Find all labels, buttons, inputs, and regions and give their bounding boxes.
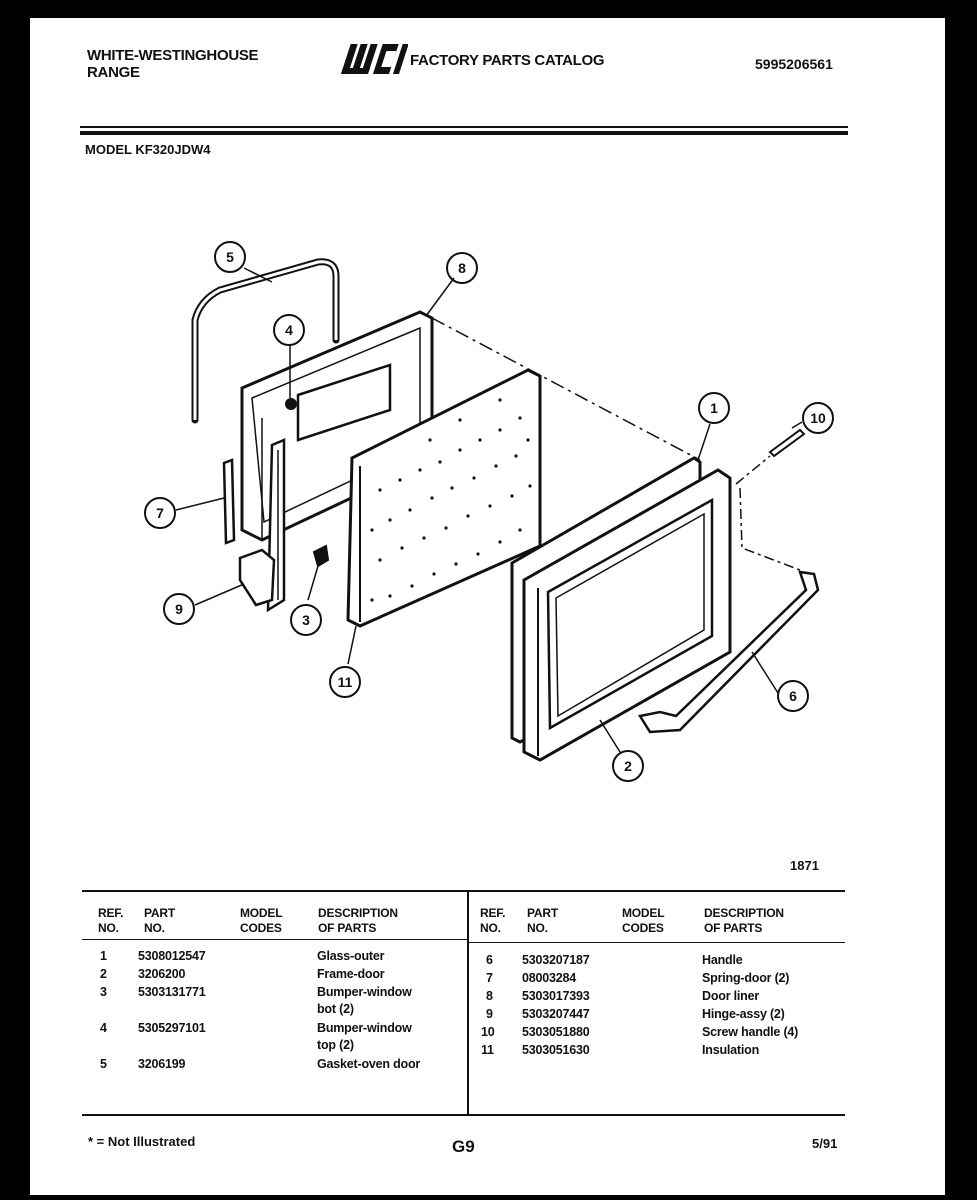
callout-label: 7 xyxy=(156,505,164,521)
table-bottom-rule xyxy=(82,1114,845,1116)
part-no: 5305297101 xyxy=(138,1021,206,1035)
callout-label: 10 xyxy=(810,410,826,426)
callout-label: 5 xyxy=(226,249,234,265)
bumper-top-part xyxy=(285,398,297,410)
part-no: 08003284 xyxy=(522,971,577,985)
table-top-rule xyxy=(82,890,845,892)
ref-no: 2 xyxy=(100,967,107,981)
bumper-bottom-part xyxy=(312,544,330,568)
part-desc: Bumper-window xyxy=(317,1021,412,1035)
part-desc: Handle xyxy=(702,953,743,967)
ref-no: 8 xyxy=(486,989,493,1003)
page-number: G9 xyxy=(452,1137,475,1156)
part-desc: Door liner xyxy=(702,989,760,1003)
ref-no: 3 xyxy=(100,985,107,999)
ref-no: 11 xyxy=(481,1043,494,1057)
header-rule-thick xyxy=(80,131,848,135)
table-header-rule-right xyxy=(469,942,845,943)
wci-logo xyxy=(340,44,408,74)
part-no: 5303131771 xyxy=(138,985,206,999)
part-desc: Bumper-window xyxy=(317,985,412,999)
part-no: 5303207187 xyxy=(522,953,590,967)
brand-name: WHITE-WESTINGHOUSE xyxy=(87,47,259,64)
catalog-number: 5995206561 xyxy=(755,56,833,72)
ref-no: 7 xyxy=(486,971,493,985)
header-rule-thin xyxy=(80,126,848,128)
model-label: MODEL KF320JDW4 xyxy=(85,142,211,157)
callout-label: 1 xyxy=(710,400,718,416)
product-type: RANGE xyxy=(87,64,140,81)
callout-label: 11 xyxy=(338,674,353,690)
part-no: 5308012547 xyxy=(138,949,206,963)
part-desc: Spring-door (2) xyxy=(702,971,790,985)
part-desc-cont: bot (2) xyxy=(317,1002,354,1016)
spring-part xyxy=(222,458,236,545)
screw-handle-part xyxy=(768,428,806,458)
part-desc: Insulation xyxy=(702,1043,760,1057)
table-column-divider xyxy=(467,890,469,1116)
ref-no: 6 xyxy=(486,953,493,967)
print-date: 5/91 xyxy=(812,1136,838,1151)
callout-label: 9 xyxy=(175,601,183,617)
ref-no: 9 xyxy=(486,1007,493,1021)
part-no: 5303051880 xyxy=(522,1025,590,1039)
ref-no: 10 xyxy=(481,1025,495,1039)
handle-part xyxy=(637,570,820,734)
part-no: 5303017393 xyxy=(522,989,590,1003)
part-desc: Screw handle (4) xyxy=(702,1025,799,1039)
header-ref: REF.NO. xyxy=(480,906,506,935)
footnote: * = Not Illustrated xyxy=(88,1134,196,1149)
callout-label: 2 xyxy=(624,758,632,774)
part-no: 5303207447 xyxy=(522,1007,590,1021)
part-desc: Gasket-oven door xyxy=(317,1057,421,1071)
catalog-title: FACTORY PARTS CATALOG xyxy=(410,52,605,69)
part-no: 5303051630 xyxy=(522,1043,590,1057)
part-desc-cont: top (2) xyxy=(317,1038,354,1052)
brand-block: WHITE-WESTINGHOUSE RANGE xyxy=(87,47,259,81)
part-desc: Frame-door xyxy=(317,967,385,981)
ref-no: 4 xyxy=(100,1021,107,1035)
part-no: 3206199 xyxy=(138,1057,186,1071)
callout-label: 4 xyxy=(285,322,293,338)
header-ref: REF.NO. xyxy=(98,906,124,935)
exploded-door-diagram: 5 8 4 1 10 7 9 3 11 6 2 xyxy=(144,241,834,782)
figure-number: 1871 xyxy=(790,858,819,873)
table-header-rule-left xyxy=(82,939,467,940)
part-no: 3206200 xyxy=(138,967,186,981)
ref-no: 1 xyxy=(100,949,107,963)
part-desc: Hinge-assy (2) xyxy=(702,1007,785,1021)
callout-label: 6 xyxy=(789,688,797,704)
callout-label: 3 xyxy=(302,612,310,628)
ref-no: 5 xyxy=(100,1057,107,1071)
frame-door-part xyxy=(522,468,732,762)
callout-label: 8 xyxy=(458,260,466,276)
part-desc: Glass-outer xyxy=(317,949,385,963)
